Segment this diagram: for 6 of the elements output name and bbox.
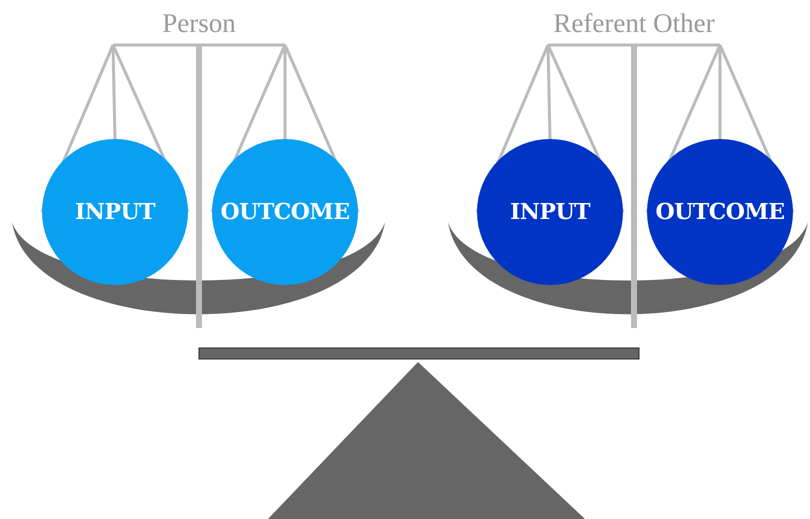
weight-circle: OUTCOME [647,139,793,285]
weight-circle: OUTCOME [212,139,358,285]
weight-circle: INPUT [477,139,623,285]
weight-circle: INPUT [42,139,188,285]
pan-heading: Referent Other [553,8,715,39]
pan-heading: Person [162,8,236,39]
